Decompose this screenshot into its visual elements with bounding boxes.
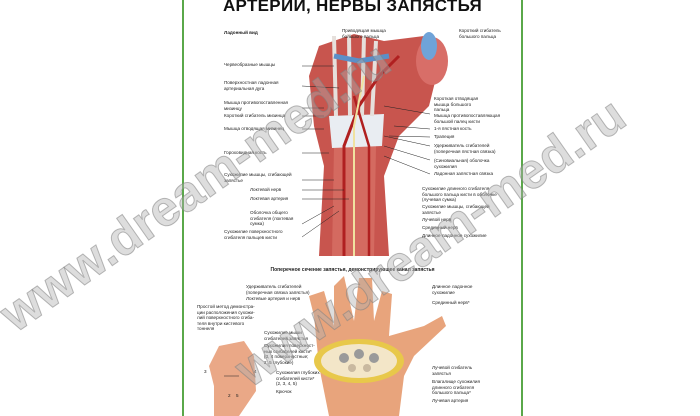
finger-number-5: 5 xyxy=(236,393,239,398)
label-cs-palmaris-longus: Длинное ладонное сухожилие xyxy=(432,284,473,295)
anatomy-poster: АРТЕРИИ, НЕРВЫ ЗАПЯСТЬЯ xyxy=(182,0,523,416)
palmar-view-heading: Ладонный вид xyxy=(224,30,258,35)
label-cs-ulnar-artery-nerve: Локтевые артерия и нерв xyxy=(246,296,301,301)
label-abductor-digiti: Мышца отводящая мизинец xyxy=(224,126,285,131)
label-opponens-pollicis: Мышца противопоставляющая большой палец … xyxy=(434,113,501,124)
poster-title: АРТЕРИИ, НЕРВЫ ЗАПЯСТЬЯ xyxy=(222,0,482,15)
label-abductor-pollicis: Короткая отводящая мышца большого пальца xyxy=(434,96,479,113)
label-opponens-digiti: Мышца противопоставленная мизинцу xyxy=(224,100,289,111)
label-adductor-pollicis: Приводящая мышца большого пальца xyxy=(342,28,386,39)
label-flexor-carpi-tendon: Сухожилие мышцы, сгибающей запястье xyxy=(224,172,292,183)
label-flexor-retinaculum: Удерживатель сгибателей (поперечная пяст… xyxy=(434,143,496,154)
label-flexor-carpi-radialis: Сухожилие мышцы, сгибающей запястье xyxy=(422,204,490,215)
label-synovial-sheath: (Синовиальная) оболочка сухожилия xyxy=(434,158,490,169)
label-flexor-digiti: Короткий сгибатель мизинца xyxy=(224,113,286,118)
label-cs-flexor-retinaculum: Удерживатель сгибателей (поперечная связ… xyxy=(246,284,310,295)
label-cs-flexor-carpi-radialis: Лучевой сгибатель запястья xyxy=(432,365,473,376)
label-cs-fpl-sheath: Влагалище сухожилия длинного сгибателя б… xyxy=(432,379,480,396)
label-flexor-pollicis-longus: Сухожилие длинного сгибателя большого па… xyxy=(422,186,497,203)
label-lumbrical: Червеобразные мышцы xyxy=(224,62,276,67)
label-cs-median-nerve: Срединный нерв* xyxy=(432,300,470,305)
callout-lines xyxy=(301,65,431,238)
label-flexor-pollicis-brevis: Короткий сгибатель большого пальца xyxy=(459,28,501,39)
label-ulnar-nerve: Локтевой нерв xyxy=(250,187,282,192)
label-trapezium: Трапеция xyxy=(434,134,455,139)
label-ulnar-artery: Локтевая артерия xyxy=(250,196,289,201)
finger-number-3: 3 xyxy=(204,369,207,374)
finger-number-2: 2 xyxy=(228,393,231,398)
label-cs-deep-flexors: Сухожилия глубоких сгибателей кисти* (2,… xyxy=(276,370,320,387)
label-palmar-carpal-ligament: Ладонная запястная связка xyxy=(434,171,494,176)
label-radial-nerve: Лучевой нерв xyxy=(422,217,452,222)
label-palmaris-longus: Длинное ладонное сухожилие xyxy=(422,233,487,238)
label-cs-hamate-hook: Крючок xyxy=(276,389,292,394)
cross-section-title: Поперечное сечение запястья, демонстриру… xyxy=(270,267,435,273)
label-cs-radial-artery: Лучевая артерия xyxy=(432,398,469,403)
label-pisiform: Гороховидная кость xyxy=(224,150,267,155)
label-palmar-arch: Поверхностная ладонная артериальная дуга xyxy=(224,80,279,91)
label-first-metacarpal: 1-я пястная кость xyxy=(434,126,472,131)
label-ulnar-bursa: Оболочка общего сгибателя (локтевая сумк… xyxy=(250,210,294,227)
wrist-palmar-illustration xyxy=(309,32,448,256)
label-superficial-flexor: Сухожилие поверхностного сгибателя пальц… xyxy=(224,229,283,240)
label-median-nerve: Срединный нерв xyxy=(422,225,458,230)
label-cs-flexor-carpi: Сухожилие мыши сгибателей запястья xyxy=(264,330,308,341)
anatomy-illustrations xyxy=(209,32,448,416)
hand-cross-section-illustration xyxy=(209,276,446,416)
method-note: Простой метод демонстра- ции расположени… xyxy=(197,304,255,332)
label-cs-superficial-flexors: Сухожилия поверхност- ных сгибателей кис… xyxy=(264,343,315,365)
finger-number-4: 4 xyxy=(254,369,257,374)
